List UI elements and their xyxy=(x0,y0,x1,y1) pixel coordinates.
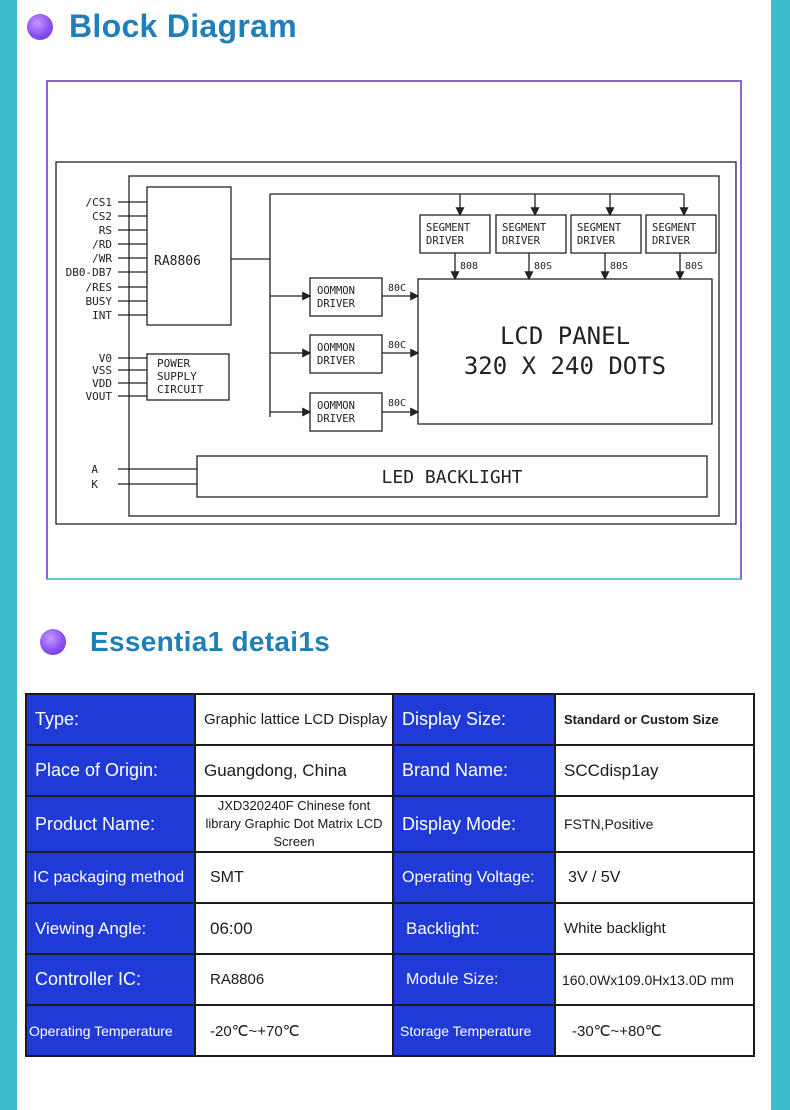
common-output-labels: 80C 80C 80C xyxy=(388,283,406,409)
table-value: -30℃~+80℃ xyxy=(554,1004,755,1057)
svg-text:OOMMON: OOMMON xyxy=(317,342,355,354)
pin-label: /WR xyxy=(92,252,112,265)
pin-label: A xyxy=(91,463,98,476)
pin-label: V0 xyxy=(99,352,112,365)
svg-text:DRIVER: DRIVER xyxy=(317,413,356,425)
details-table: Type: Graphic lattice LCD Display Displa… xyxy=(25,693,755,1057)
right-accent-bar xyxy=(771,0,790,1110)
table-label: Brand Name: xyxy=(392,744,556,797)
table-label: Type: xyxy=(25,693,196,746)
table-value: White backlight xyxy=(554,902,755,955)
svg-text:DRIVER: DRIVER xyxy=(317,298,356,310)
led-backlight-label: LED BACKLIGHT xyxy=(382,467,523,488)
svg-text:80C: 80C xyxy=(388,340,406,351)
heading-title: Block Diagram xyxy=(69,8,297,44)
pin-label: /RD xyxy=(92,238,112,251)
table-value: -20℃~+70℃ xyxy=(194,1004,394,1057)
table-label: Product Name: xyxy=(25,795,196,853)
svg-text:DRIVER: DRIVER xyxy=(317,355,356,367)
svg-text:LCD PANEL: LCD PANEL xyxy=(500,322,630,350)
svg-text:OOMMON: OOMMON xyxy=(317,285,355,297)
bullet-dot-icon xyxy=(40,629,66,655)
pin-label: VDD xyxy=(92,377,112,390)
segment-driver-labels: SEGMENT DRIVER SEGMENT DRIVER SEGMENT DR… xyxy=(426,222,697,247)
block-diagram-svg: /CS1 CS2 RS /RD /WR DB0-DB7 /RES BUSY IN… xyxy=(55,161,737,525)
table-label: Display Mode: xyxy=(392,795,556,853)
svg-text:80S: 80S xyxy=(685,261,703,272)
block-diagram-heading: Block Diagram xyxy=(27,8,297,45)
essential-details-heading: Essentia1 detai1s xyxy=(40,626,330,658)
segment-output-labels: 808 80S 80S 80S xyxy=(460,261,703,272)
table-value: Guangdong, China xyxy=(194,744,394,797)
svg-text:OOMMON: OOMMON xyxy=(317,400,355,412)
pin-label: INT xyxy=(92,309,112,322)
power-supply-block: POWER SUPPLY CIRCUIT xyxy=(157,357,204,396)
svg-text:80S: 80S xyxy=(610,261,628,272)
table-value: RA8806 xyxy=(194,953,394,1006)
svg-text:CIRCUIT: CIRCUIT xyxy=(157,383,204,396)
table-value: Graphic lattice LCD Display xyxy=(194,693,394,746)
table-value: 3V / 5V xyxy=(554,851,755,904)
pin-label: VOUT xyxy=(86,390,113,403)
svg-text:DRIVER: DRIVER xyxy=(577,235,616,247)
svg-text:SEGMENT: SEGMENT xyxy=(577,222,622,234)
table-value: SCCdisp1ay xyxy=(554,744,755,797)
table-value: FSTN,Positive xyxy=(554,795,755,853)
svg-text:SEGMENT: SEGMENT xyxy=(502,222,547,234)
svg-text:80S: 80S xyxy=(534,261,552,272)
svg-text:DRIVER: DRIVER xyxy=(426,235,465,247)
svg-text:SEGMENT: SEGMENT xyxy=(652,222,697,234)
svg-text:808: 808 xyxy=(460,261,478,272)
bullet-dot-icon xyxy=(27,13,53,40)
left-accent-bar xyxy=(0,0,17,1110)
table-row: Place of Origin: Guangdong, China Brand … xyxy=(25,744,755,797)
common-driver-labels: OOMMON DRIVER OOMMON DRIVER OOMMON DRIVE… xyxy=(317,285,356,425)
svg-text:SUPPLY: SUPPLY xyxy=(157,370,197,383)
table-row: Type: Graphic lattice LCD Display Displa… xyxy=(25,693,755,746)
svg-text:80C: 80C xyxy=(388,398,406,409)
table-label: Controller IC: xyxy=(25,953,196,1006)
table-value: 06:00 xyxy=(194,902,394,955)
svg-text:80C: 80C xyxy=(388,283,406,294)
pin-label: VSS xyxy=(92,364,112,377)
block-diagram: /CS1 CS2 RS /RD /WR DB0-DB7 /RES BUSY IN… xyxy=(46,80,742,580)
table-value: 160.0Wx109.0Hx13.0D mm xyxy=(554,953,755,1006)
table-row: Product Name: JXD320240F Chinese font li… xyxy=(25,795,755,853)
table-row: Controller IC: RA8806 Module Size: 160.0… xyxy=(25,953,755,1006)
table-label: IC packaging method xyxy=(25,851,196,904)
lcd-panel-label: LCD PANEL 320 X 240 DOTS xyxy=(464,322,666,380)
table-row: IC packaging method SMT Operating Voltag… xyxy=(25,851,755,904)
svg-text:320 X 240 DOTS: 320 X 240 DOTS xyxy=(464,352,666,380)
table-value: Standard or Custom Size xyxy=(554,693,755,746)
table-label: Place of Origin: xyxy=(25,744,196,797)
svg-text:POWER: POWER xyxy=(157,357,190,370)
table-row: Operating Temperature -20℃~+70℃ Storage … xyxy=(25,1004,755,1057)
table-label: Operating Temperature xyxy=(25,1004,196,1057)
table-row: Viewing Angle: 06:00 Backlight: White ba… xyxy=(25,902,755,955)
pin-label: RS xyxy=(99,224,112,237)
pin-label: /CS1 xyxy=(86,196,113,209)
pin-label: BUSY xyxy=(86,295,113,308)
svg-text:DRIVER: DRIVER xyxy=(502,235,541,247)
pin-label: CS2 xyxy=(92,210,112,223)
table-value: JXD320240F Chinese font library Graphic … xyxy=(194,795,394,853)
controller-pin-labels: /CS1 CS2 RS /RD /WR DB0-DB7 /RES BUSY IN… xyxy=(66,196,113,491)
pin-label: /RES xyxy=(86,281,113,294)
table-label: Operating Voltage: xyxy=(392,851,556,904)
pin-label: DB0-DB7 xyxy=(66,266,112,279)
table-label: Viewing Angle: xyxy=(25,902,196,955)
table-label: Storage Temperature xyxy=(392,1004,556,1057)
table-value: SMT xyxy=(194,851,394,904)
table-label: Backlight: xyxy=(392,902,556,955)
heading-title: Essentia1 detai1s xyxy=(90,626,331,657)
table-label: Module Size: xyxy=(392,953,556,1006)
pin-label: K xyxy=(91,478,98,491)
svg-text:DRIVER: DRIVER xyxy=(652,235,691,247)
table-label: Display Size: xyxy=(392,693,556,746)
svg-text:SEGMENT: SEGMENT xyxy=(426,222,471,234)
controller-block-label: RA8806 xyxy=(154,254,201,269)
